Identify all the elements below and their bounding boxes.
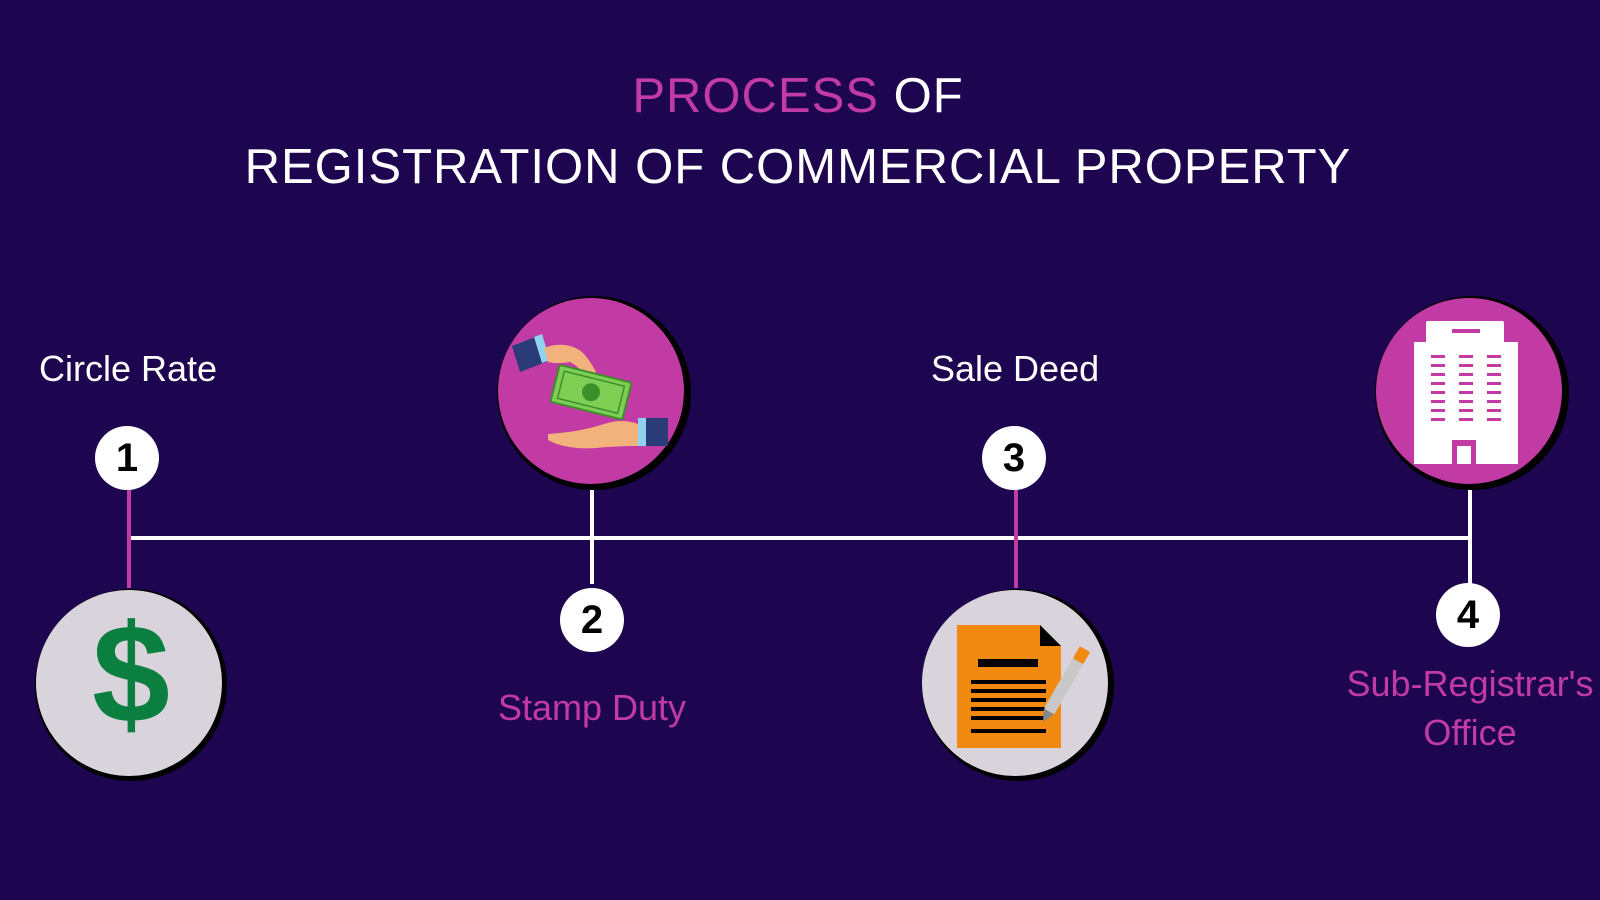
- document-pen-icon: [957, 625, 1090, 748]
- step-2-number: 2: [560, 588, 624, 652]
- step-1-label: Circle Rate: [39, 348, 218, 389]
- step-2-label: Stamp Duty: [497, 687, 687, 728]
- step-3-label: Sale Deed: [931, 348, 1100, 389]
- step-3-number: 3: [982, 426, 1046, 490]
- step-1-number: 1: [95, 426, 159, 490]
- step-4-label: Sub-Registrar's Office: [1340, 660, 1600, 757]
- step-4-label-line-2: Office: [1423, 711, 1517, 753]
- office-building-icon-circle: [1375, 296, 1569, 490]
- office-building-icon: [1414, 321, 1518, 464]
- document-pen-icon-circle: [922, 589, 1114, 781]
- title-accent: PROCESS: [632, 69, 879, 123]
- step-4-label-line-1: Sub-Registrar's: [1346, 663, 1594, 704]
- step-4-number: 4: [1436, 583, 1500, 647]
- money-exchange-icon-circle: [497, 296, 691, 490]
- money-exchange-icon: [512, 334, 668, 449]
- dollar-icon: $: [92, 595, 170, 752]
- dollar-icon-circle: $: [35, 589, 227, 781]
- page-title-line-2: REGISTRATION OF COMMERCIAL PROPERTY: [244, 140, 1352, 194]
- page-title-line-1: PROCESS OF: [0, 72, 1598, 121]
- title-line-1-rest: OF: [878, 69, 964, 123]
